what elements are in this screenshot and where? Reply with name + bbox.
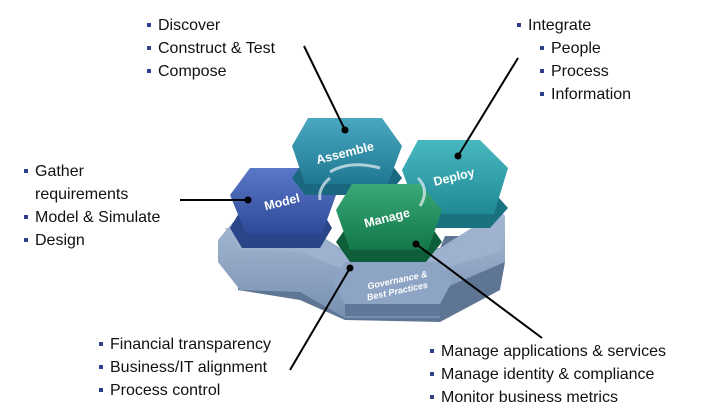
leader-governance — [289, 267, 351, 371]
cycle-arrows — [318, 163, 426, 207]
list-item: Financial transparency — [99, 333, 271, 356]
list-item: Model & Simulate — [24, 206, 174, 229]
list-item: Gather requirements — [24, 160, 174, 206]
list-item: Process — [517, 60, 631, 83]
list-item: Business/IT alignment — [99, 356, 271, 379]
list-item: People — [517, 37, 631, 60]
manage-list: Manage applications & services Manage id… — [430, 340, 666, 409]
leader-dots — [244, 126, 462, 272]
leader-deploy — [457, 57, 519, 157]
list-item: Construct & Test — [147, 37, 275, 60]
list-item: Design — [24, 229, 174, 252]
integrate-list: Integrate People Process Information — [517, 14, 631, 106]
list-item: Manage identity & compliance — [430, 363, 666, 386]
model-list: Gather requirements Model & Simulate Des… — [24, 160, 174, 252]
list-item: Monitor business metrics — [430, 386, 666, 409]
list-item: Information — [517, 83, 631, 106]
list-item: Manage applications & services — [430, 340, 666, 363]
assemble-list: Discover Construct & Test Compose — [147, 14, 275, 83]
leader-manage — [415, 243, 543, 339]
leader-assemble — [303, 45, 346, 131]
integrate-title: Integrate — [517, 14, 631, 37]
governance-list: Financial transparency Business/IT align… — [99, 333, 271, 402]
governance-tile: Governance & Best Practices — [333, 262, 452, 316]
list-item: Discover — [147, 14, 275, 37]
list-item: Compose — [147, 60, 275, 83]
list-item: Process control — [99, 379, 271, 402]
leader-lines — [180, 45, 543, 371]
manage-hexagon: Manage — [336, 184, 442, 262]
